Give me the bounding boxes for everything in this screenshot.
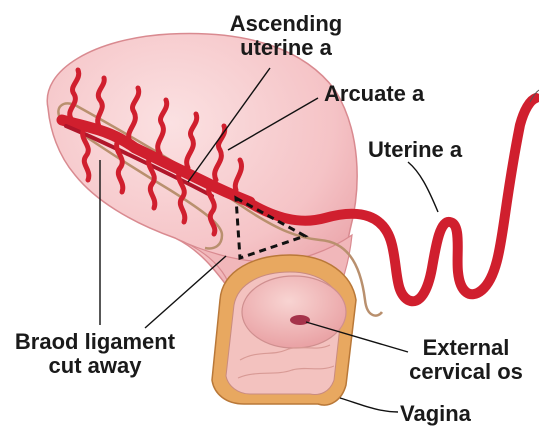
label-broad-line2: cut away	[2, 354, 188, 378]
label-broad-line1: Braod ligament	[2, 330, 188, 354]
label-external-cervical-os: External cervical os	[396, 336, 536, 384]
leader-vagina	[340, 398, 398, 412]
label-ascending-line1: Ascending	[216, 12, 356, 36]
label-os-line1: External	[396, 336, 536, 360]
leader-uterine	[408, 162, 438, 212]
external-cervical-os	[290, 315, 310, 325]
label-uterine: Uterine a	[368, 138, 462, 162]
cervix	[242, 276, 346, 348]
label-ascending-uterine: Ascending uterine a	[216, 12, 356, 60]
label-vagina: Vagina	[400, 402, 471, 426]
label-ascending-line2: uterine a	[216, 36, 356, 60]
label-os-line2: cervical os	[396, 360, 536, 384]
leader-broad-2	[145, 256, 226, 328]
label-arcuate: Arcuate a	[324, 82, 424, 106]
label-broad-ligament: Braod ligament cut away	[2, 330, 188, 378]
